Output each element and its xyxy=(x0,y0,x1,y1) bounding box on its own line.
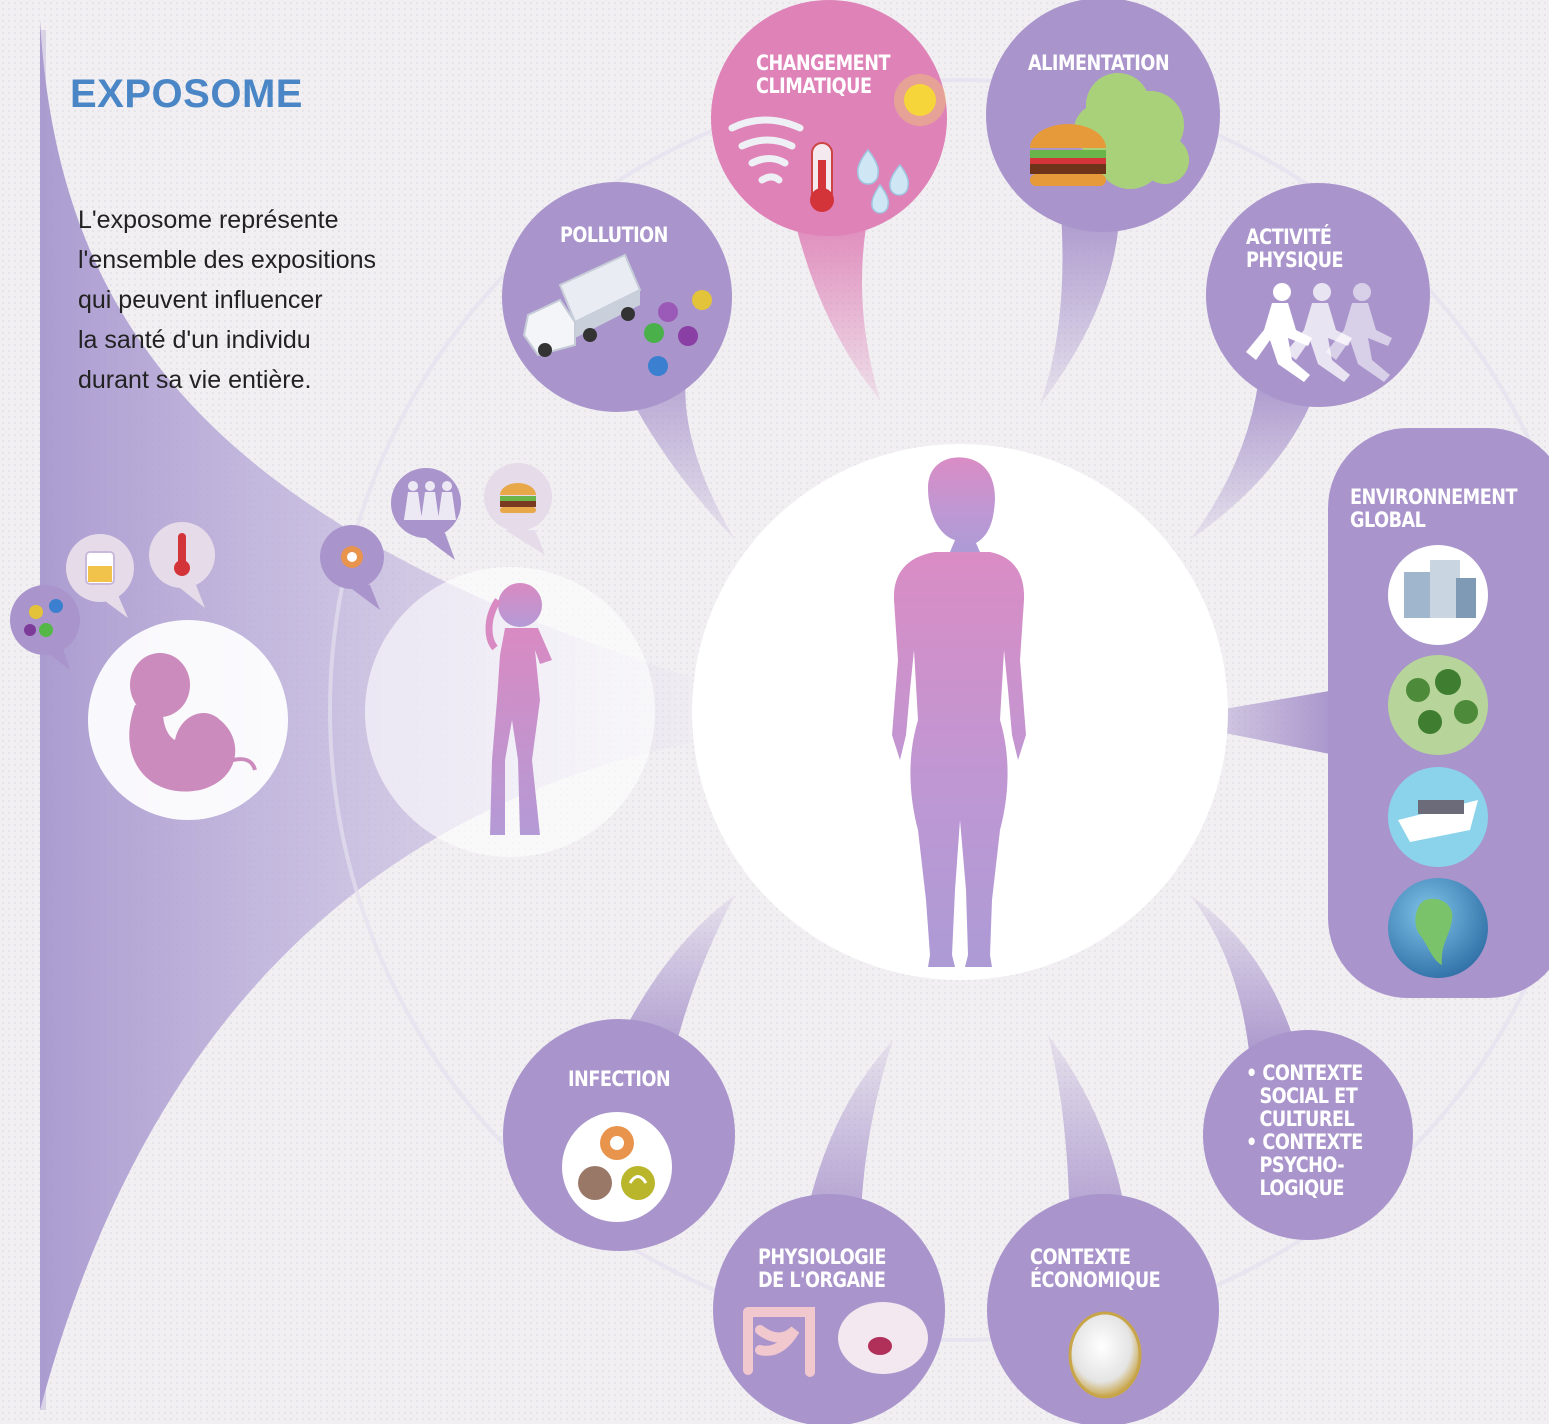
environment-label: ENVIRONNEMENT GLOBAL xyxy=(1350,485,1518,532)
social-tail xyxy=(1190,895,1300,1060)
burger-icon xyxy=(1030,124,1106,186)
climate-label: CHANGEMENT CLIMATIQUE xyxy=(756,51,891,98)
climate-label-line: CLIMATIQUE xyxy=(756,74,872,98)
intro-text: L'exposome représente l'ensemble des exp… xyxy=(78,200,458,400)
social-label-line: PSYCHO- xyxy=(1259,1153,1345,1177)
fetus-icon xyxy=(129,653,257,792)
environment-tail xyxy=(1160,690,1335,755)
woman-icon xyxy=(892,457,1026,967)
molecules-icon xyxy=(644,290,712,376)
climate-label-line: CHANGEMENT xyxy=(756,51,891,75)
coin-icon xyxy=(1068,1311,1142,1399)
intestine-icon xyxy=(743,1307,815,1377)
truck-icon xyxy=(522,253,642,357)
brain-icon xyxy=(838,1302,928,1374)
tornado-icon xyxy=(728,116,804,184)
ship-icon xyxy=(1388,767,1488,867)
droplets-icon xyxy=(856,148,910,214)
intro-line: qui peuvent influencer xyxy=(78,286,323,314)
pollution-label: POLLUTION xyxy=(560,223,668,247)
activity-label: ACTIVITÉ PHYSIQUE xyxy=(1246,225,1344,272)
small-bubble-runners xyxy=(391,468,461,560)
social-label-line: CULTUREL xyxy=(1259,1107,1355,1131)
small-bubble-microbe xyxy=(320,525,384,610)
intro-line: durant sa vie entière. xyxy=(78,366,312,394)
social-bubble xyxy=(1203,1030,1413,1240)
thermometer-icon xyxy=(810,142,834,212)
small-bubble-burger xyxy=(484,463,552,555)
intro-line: l'ensemble des expositions xyxy=(78,246,376,274)
social-label: • CONTEXTE SOCIAL ET CULTUREL • CONTEXTE… xyxy=(1246,1062,1363,1200)
economic-label-line: ÉCONOMIQUE xyxy=(1030,1268,1161,1292)
food-label: ALIMENTATION xyxy=(1028,51,1170,75)
activity-tail xyxy=(1190,370,1320,540)
factor-ring xyxy=(328,78,1549,1342)
physiology-label-line: DE L'ORGANE xyxy=(758,1268,886,1292)
food-tail xyxy=(1040,200,1120,405)
small-bubble-molecules xyxy=(10,585,80,670)
globe-icon xyxy=(1388,878,1488,978)
climate-tail xyxy=(790,200,880,400)
economic-bubble xyxy=(987,1194,1219,1424)
small-bubble-glass xyxy=(66,534,134,618)
physiology-label: PHYSIOLOGIE DE L'ORGANE xyxy=(758,1246,886,1292)
economic-label: CONTEXTE ÉCONOMIQUE xyxy=(1030,1245,1161,1292)
microbes-icon xyxy=(562,1112,672,1222)
sun-icon xyxy=(894,74,946,126)
activity-label-line: ACTIVITÉ xyxy=(1246,225,1332,249)
buildings-icon xyxy=(1388,545,1488,645)
trees-icon xyxy=(1388,655,1488,755)
intro-line: la santé d'un individu xyxy=(78,326,311,354)
social-label-line: SOCIAL ET xyxy=(1259,1084,1358,1108)
intro-line: L'exposome représente xyxy=(78,206,339,234)
social-label-line: • CONTEXTE xyxy=(1246,1130,1363,1154)
page-title: EXPOSOME xyxy=(70,72,303,116)
social-label-line: • CONTEXTE xyxy=(1246,1061,1363,1085)
social-label-line: LOGIQUE xyxy=(1259,1176,1344,1200)
environment-label-line: GLOBAL xyxy=(1350,508,1426,532)
runners-icon xyxy=(1246,283,1392,382)
girl-icon xyxy=(485,583,552,835)
economic-label-line: CONTEXTE xyxy=(1030,1245,1131,1269)
small-bubble-thermometer xyxy=(149,522,215,608)
physiology-label-line: PHYSIOLOGIE xyxy=(758,1245,886,1269)
infection-label: INFECTION xyxy=(568,1067,671,1091)
environment-label-line: ENVIRONNEMENT xyxy=(1350,485,1518,509)
activity-label-line: PHYSIQUE xyxy=(1246,248,1344,272)
